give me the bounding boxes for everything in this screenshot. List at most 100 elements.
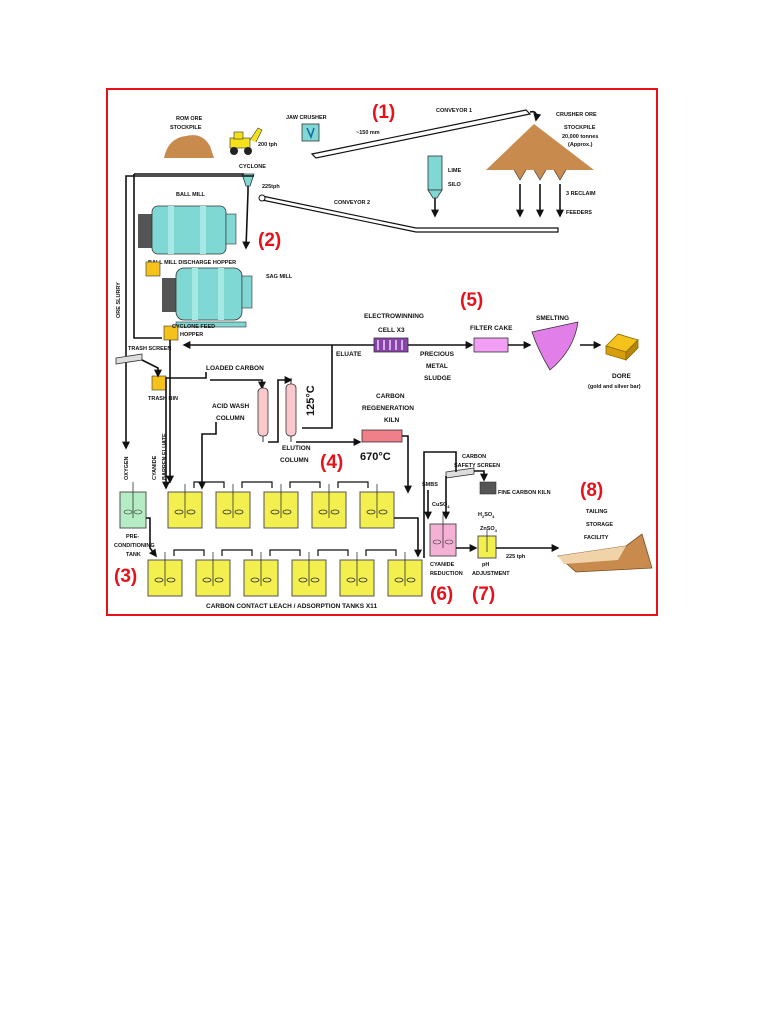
crusher-ore-stockpile [486, 124, 594, 170]
electrowinning-label: ELECTROWINNING [364, 313, 424, 320]
process-flow-diagram: (1) ROM ORE STOCKPILE 200 tph JAW CRUSHE… [106, 88, 658, 616]
gold-silver-label: (gold and silver bar) [588, 384, 641, 390]
fine-carbon-kiln-bin [479, 481, 497, 495]
cell-x3-label: CELL X3 [378, 327, 405, 334]
trash-bin [151, 375, 167, 391]
acid-wash-label: ACID WASH [212, 403, 250, 410]
hopper-label: HOPPER [180, 332, 203, 338]
cyclone-feed-hopper [163, 325, 179, 341]
crusher-ore-label: CRUSHER ORE [556, 112, 597, 118]
jaw-crusher-label: JAW CRUSHER [286, 115, 327, 121]
stage-8-number: (8) [580, 480, 603, 501]
stage-5-number: (5) [460, 290, 483, 311]
dore-gold-bar-icon [605, 333, 639, 361]
loader-icon [229, 127, 263, 155]
conditioning-label: CONDITIONING [114, 543, 155, 549]
metal-label: METAL [426, 363, 448, 370]
pre-conditioning-tank [119, 482, 147, 529]
reclaim-feeder-arrows [516, 184, 564, 218]
cyclone [241, 173, 255, 187]
oxygen-label: OXYGEN [124, 456, 130, 480]
fine-carbon-kiln-label: FINE CARBON KILN [498, 490, 551, 496]
leach-tanks-bottom-row [147, 549, 423, 597]
pre-label: PRE- [126, 534, 139, 540]
stage-1-number: (1) [372, 102, 395, 123]
filter-cake [473, 337, 509, 353]
elution-column-label: COLUMN [280, 457, 309, 464]
temp-125-label: 125°C [305, 385, 317, 416]
conveyor-1-label: CONVEYOR 1 [436, 108, 472, 114]
crusher-stockpile-label: STOCKPILE [564, 125, 596, 131]
sag-mill-label: SAG MILL [266, 274, 293, 280]
cyanide-label: CYANIDE [152, 455, 158, 480]
rate-200-label: 200 tph [258, 142, 278, 148]
reclaim-label: 3 RECLAIM [566, 191, 596, 197]
carbon-safety-label: CARBON [462, 454, 486, 460]
tailing-label: TAILING [586, 509, 608, 515]
smelting-crucible [531, 321, 579, 371]
temp-670-label: 670°C [360, 451, 391, 463]
kiln-label: KILN [384, 417, 399, 424]
conveyor-2-label: CONVEYOR 2 [334, 200, 370, 206]
cyanide-reduction-label: CYANIDE [430, 562, 455, 568]
ball-mill [138, 205, 237, 255]
sludge-label: SLUDGE [424, 375, 452, 382]
eluate-label: ELUATE [336, 351, 362, 358]
cyclone-feed-label: CYCLONE FEED [172, 324, 215, 330]
cyclone-label: CYCLONE [239, 164, 266, 170]
safety-screen-label: SAFETY SCREEN [454, 463, 500, 469]
filter-cake-label: FILTER CAKE [470, 325, 513, 332]
elution-column [285, 378, 297, 442]
smelting-label: SMELTING [536, 315, 569, 322]
znso4-label: ZnSO4 [480, 526, 498, 533]
cyclone-feed-conveyor [175, 321, 247, 328]
leach-tanks-label: CARBON CONTACT LEACH / ADSORPTION TANKS … [206, 603, 377, 610]
adjustment-label: ADJUSTMENT [472, 571, 510, 577]
stage-3-number: (3) [114, 566, 137, 587]
ball-mill-discharge-hopper [145, 261, 161, 277]
rate-225b-label: 225 tph [506, 554, 526, 560]
size-150-label: ~150 mm [356, 130, 380, 136]
rom-stockpile-label: STOCKPILE [170, 125, 202, 131]
stage-4-number: (4) [320, 452, 343, 473]
rom-ore-label: ROM ORE [176, 116, 203, 122]
precious-label: PRECIOUS [420, 351, 455, 358]
carbon-label: CARBON [376, 393, 405, 400]
loaded-carbon-label: LOADED CARBON [206, 365, 264, 372]
rate-225-label: 225tph [262, 184, 280, 190]
facility-label: FACILITY [584, 535, 609, 541]
cuso4-label: CuSO4 [432, 502, 450, 509]
cyanide-reduction-tank [429, 514, 457, 557]
approx-label: (Approx.) [568, 142, 593, 148]
feeders-label: FEEDERS [566, 210, 592, 216]
regeneration-kiln [361, 429, 403, 443]
stage-6-number: (6) [430, 584, 453, 605]
ball-mill-discharge-label: BALL MILL DISCHARGE HOPPER [148, 260, 236, 266]
ph-adjustment-tank [477, 530, 497, 559]
tank-label: TANK [126, 552, 141, 558]
jaw-crusher [301, 123, 320, 142]
trash-screen-label: TRASH SCREEN [128, 346, 171, 352]
ph-label: pH [482, 562, 489, 568]
dore-label: DORE [612, 373, 631, 380]
conveyor-1 [310, 109, 532, 159]
storage-label: STORAGE [586, 522, 613, 528]
smbs-label: SMBS [422, 482, 438, 488]
electrowinning-cell [373, 337, 409, 353]
lime-silo [427, 155, 443, 191]
acid-wash-column [257, 384, 269, 442]
acid-wash-column-label: COLUMN [216, 415, 245, 422]
stage-2-number: (2) [258, 230, 281, 251]
ball-mill-label: BALL MILL [176, 192, 206, 198]
rom-ore-pile [164, 135, 214, 158]
silo-label: SILO [448, 182, 462, 188]
h2so4-label: H2SO4 [478, 512, 495, 519]
ore-slurry-label: ORE SLURRY [116, 282, 122, 318]
barren-eluate-label: BARREN ELUATE [162, 433, 168, 480]
lime-label: LIME [448, 168, 461, 174]
stage-7-number: (7) [472, 584, 495, 605]
sag-mill [162, 267, 253, 321]
regeneration-label: REGENERATION [362, 405, 414, 412]
trash-bin-label: TRASH BIN [148, 396, 178, 402]
leach-tanks-top-row [167, 481, 395, 529]
